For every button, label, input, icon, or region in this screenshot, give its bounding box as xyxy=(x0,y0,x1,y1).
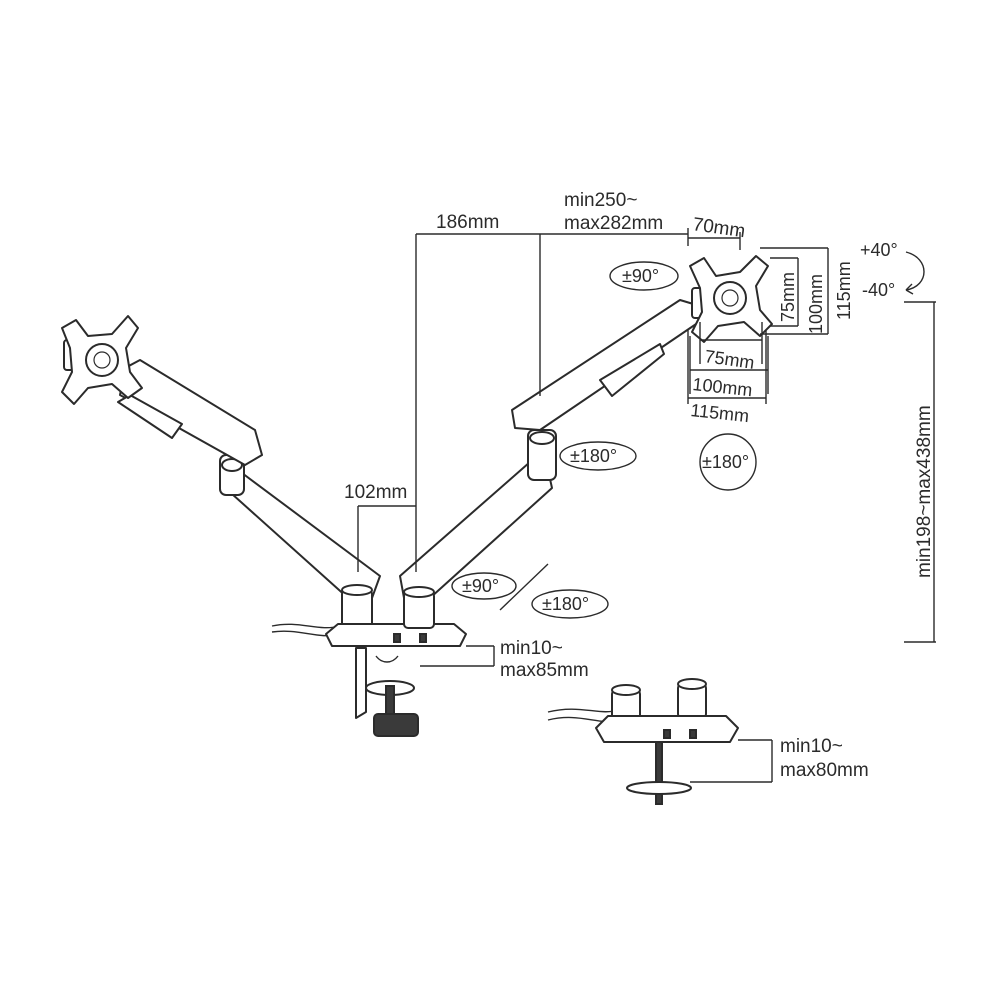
dim-grommet-top: min10~ xyxy=(780,736,843,757)
dim-186: 186mm xyxy=(436,212,499,233)
dim-102: 102mm xyxy=(344,482,407,503)
right-vesa-hub xyxy=(713,281,747,315)
grommet-mount-assembly xyxy=(547,678,739,805)
left-upper-arm xyxy=(119,359,263,466)
tilt-up: +40° xyxy=(860,240,898,260)
rotation-arrow-icon xyxy=(699,433,757,491)
right-arm-assembly xyxy=(399,255,773,629)
left-arm-assembly xyxy=(61,315,467,737)
rotation-arrow-icon xyxy=(609,261,679,291)
vesa-width-100: 100mm xyxy=(692,374,754,400)
rot-screen: ±180° xyxy=(702,452,749,472)
clamp-knob xyxy=(373,713,419,737)
dimension-lines xyxy=(357,228,936,783)
rotation-arrow-icon xyxy=(531,589,609,619)
rot-base: ±90° xyxy=(462,576,499,596)
labels: 186mm min250~ max282mm 70mm 102mm min198… xyxy=(344,190,935,781)
grommet-bolt xyxy=(655,741,663,805)
vesa-height-100: 100mm xyxy=(806,274,826,334)
vesa-height-115: 115mm xyxy=(834,261,854,320)
tilt-down: -40° xyxy=(862,280,895,300)
left-vesa-hub xyxy=(85,343,119,377)
rot-head: ±90° xyxy=(622,266,659,286)
vesa-width-115: 115mm xyxy=(690,400,750,426)
dim-clamp-top: min10~ xyxy=(500,638,563,659)
rot-base-arm: ±180° xyxy=(542,594,589,614)
tilt-arrow-icon xyxy=(905,251,925,291)
vesa-width-75: 75mm xyxy=(703,346,755,373)
dim-height: min198~max438mm xyxy=(914,405,935,578)
rotation-arrow-icon xyxy=(559,441,637,471)
grommet-plate xyxy=(626,781,692,795)
dim-clamp-bottom: max85mm xyxy=(500,660,589,681)
vesa-height-75: 75mm xyxy=(778,272,798,322)
rotation-arrow-icon xyxy=(451,572,517,600)
rotation-icons xyxy=(451,251,925,619)
dim-282-bottom: max282mm xyxy=(564,213,663,234)
dim-grommet-bottom: max80mm xyxy=(780,760,869,781)
rot-elbow: ±180° xyxy=(570,446,617,466)
dim-250-top: min250~ xyxy=(564,190,637,211)
desk-clamp xyxy=(355,647,367,719)
